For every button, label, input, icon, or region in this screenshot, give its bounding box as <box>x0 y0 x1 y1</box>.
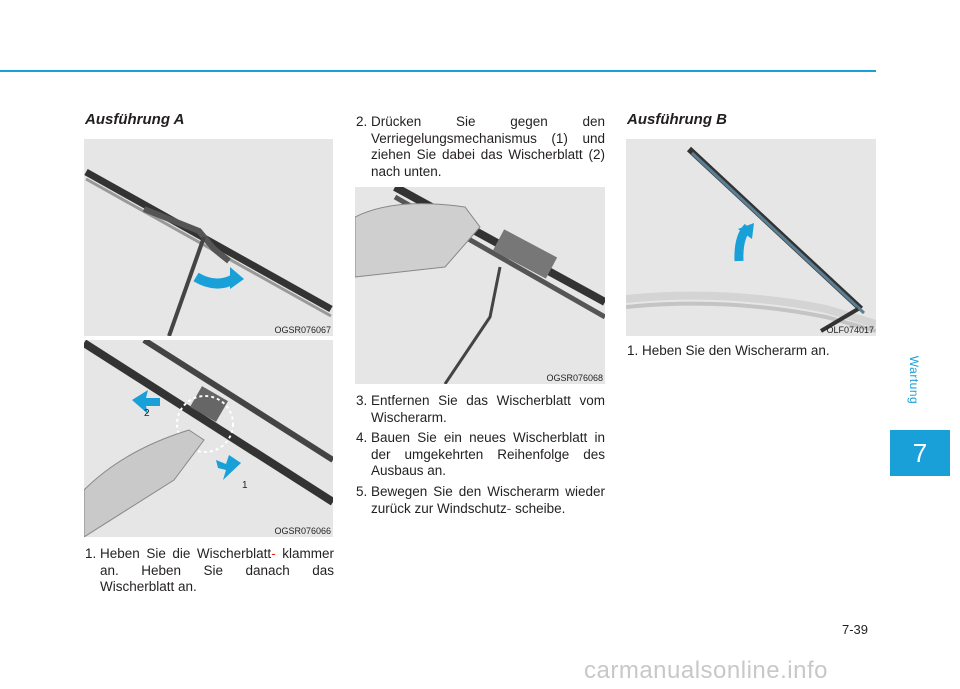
chapter-number: 7 <box>890 430 950 476</box>
step-number: 1. <box>85 546 97 561</box>
figure-wiper-press-lock: OGSR076068 <box>355 187 605 384</box>
col2-step-4: 4. Bauen Sie ein neues Wischerblatt in d… <box>356 430 605 480</box>
figure-code: OGSR076066 <box>274 526 331 536</box>
page-number: 7-39 <box>842 622 869 637</box>
wiper-clip-illustration <box>84 340 333 537</box>
figure-wiper-blade-lift: OGSR076067 <box>84 139 333 336</box>
figure-wiper-arm-lift: OLF074017 <box>626 139 876 336</box>
step-text: Bauen Sie ein neues Wischerblatt in der … <box>371 430 605 478</box>
step-text: Drücken Sie gegen den Verriegelungsmecha… <box>371 114 605 179</box>
step-text: Heben Sie die Wischerblatt- klammer an. … <box>100 546 334 594</box>
step-text: Bewegen Sie den Wischerarm wieder zurück… <box>371 484 605 516</box>
step-number: 4. <box>356 430 368 445</box>
step-number: 2. <box>356 114 368 129</box>
figure-wiper-clip-release: 2 1 OGSR076066 <box>84 340 333 537</box>
step-text: Entfernen Sie das Wischerblatt vom Wisch… <box>371 393 605 425</box>
col2-step-5: 5. Bewegen Sie den Wischerarm wieder zur… <box>356 484 605 517</box>
wiper-arm-illustration <box>626 146 876 333</box>
wiper-illustration <box>84 168 333 336</box>
step-text: Heben Sie den Wischerarm an. <box>642 343 830 358</box>
col3-step-1: 1. Heben Sie den Wischerarm an. <box>627 343 876 360</box>
section-label: Wartung <box>907 355 921 405</box>
watermark: carmanualsonline.info <box>584 657 828 684</box>
callout-2: 2 <box>144 408 150 419</box>
heading-ausfuehrung-b: Ausführung B <box>627 111 727 128</box>
header-rule <box>0 70 876 72</box>
step-number: 5. <box>356 484 368 499</box>
step-number: 1. <box>627 343 639 358</box>
heading-ausfuehrung-a: Ausführung A <box>85 111 185 128</box>
figure-code: OGSR076067 <box>274 325 331 335</box>
wiper-press-illustration <box>355 187 605 384</box>
col2-step-3: 3. Entfernen Sie das Wischerblatt vom Wi… <box>356 393 605 426</box>
col2-step-2: 2. Drücken Sie gegen den Verriegelungsme… <box>356 114 605 180</box>
callout-1: 1 <box>242 480 248 491</box>
figure-code: OLF074017 <box>826 325 874 335</box>
figure-code: OGSR076068 <box>546 373 603 383</box>
col1-step-1: 1. Heben Sie die Wischerblatt- klammer a… <box>85 546 334 596</box>
step-number: 3. <box>356 393 368 408</box>
